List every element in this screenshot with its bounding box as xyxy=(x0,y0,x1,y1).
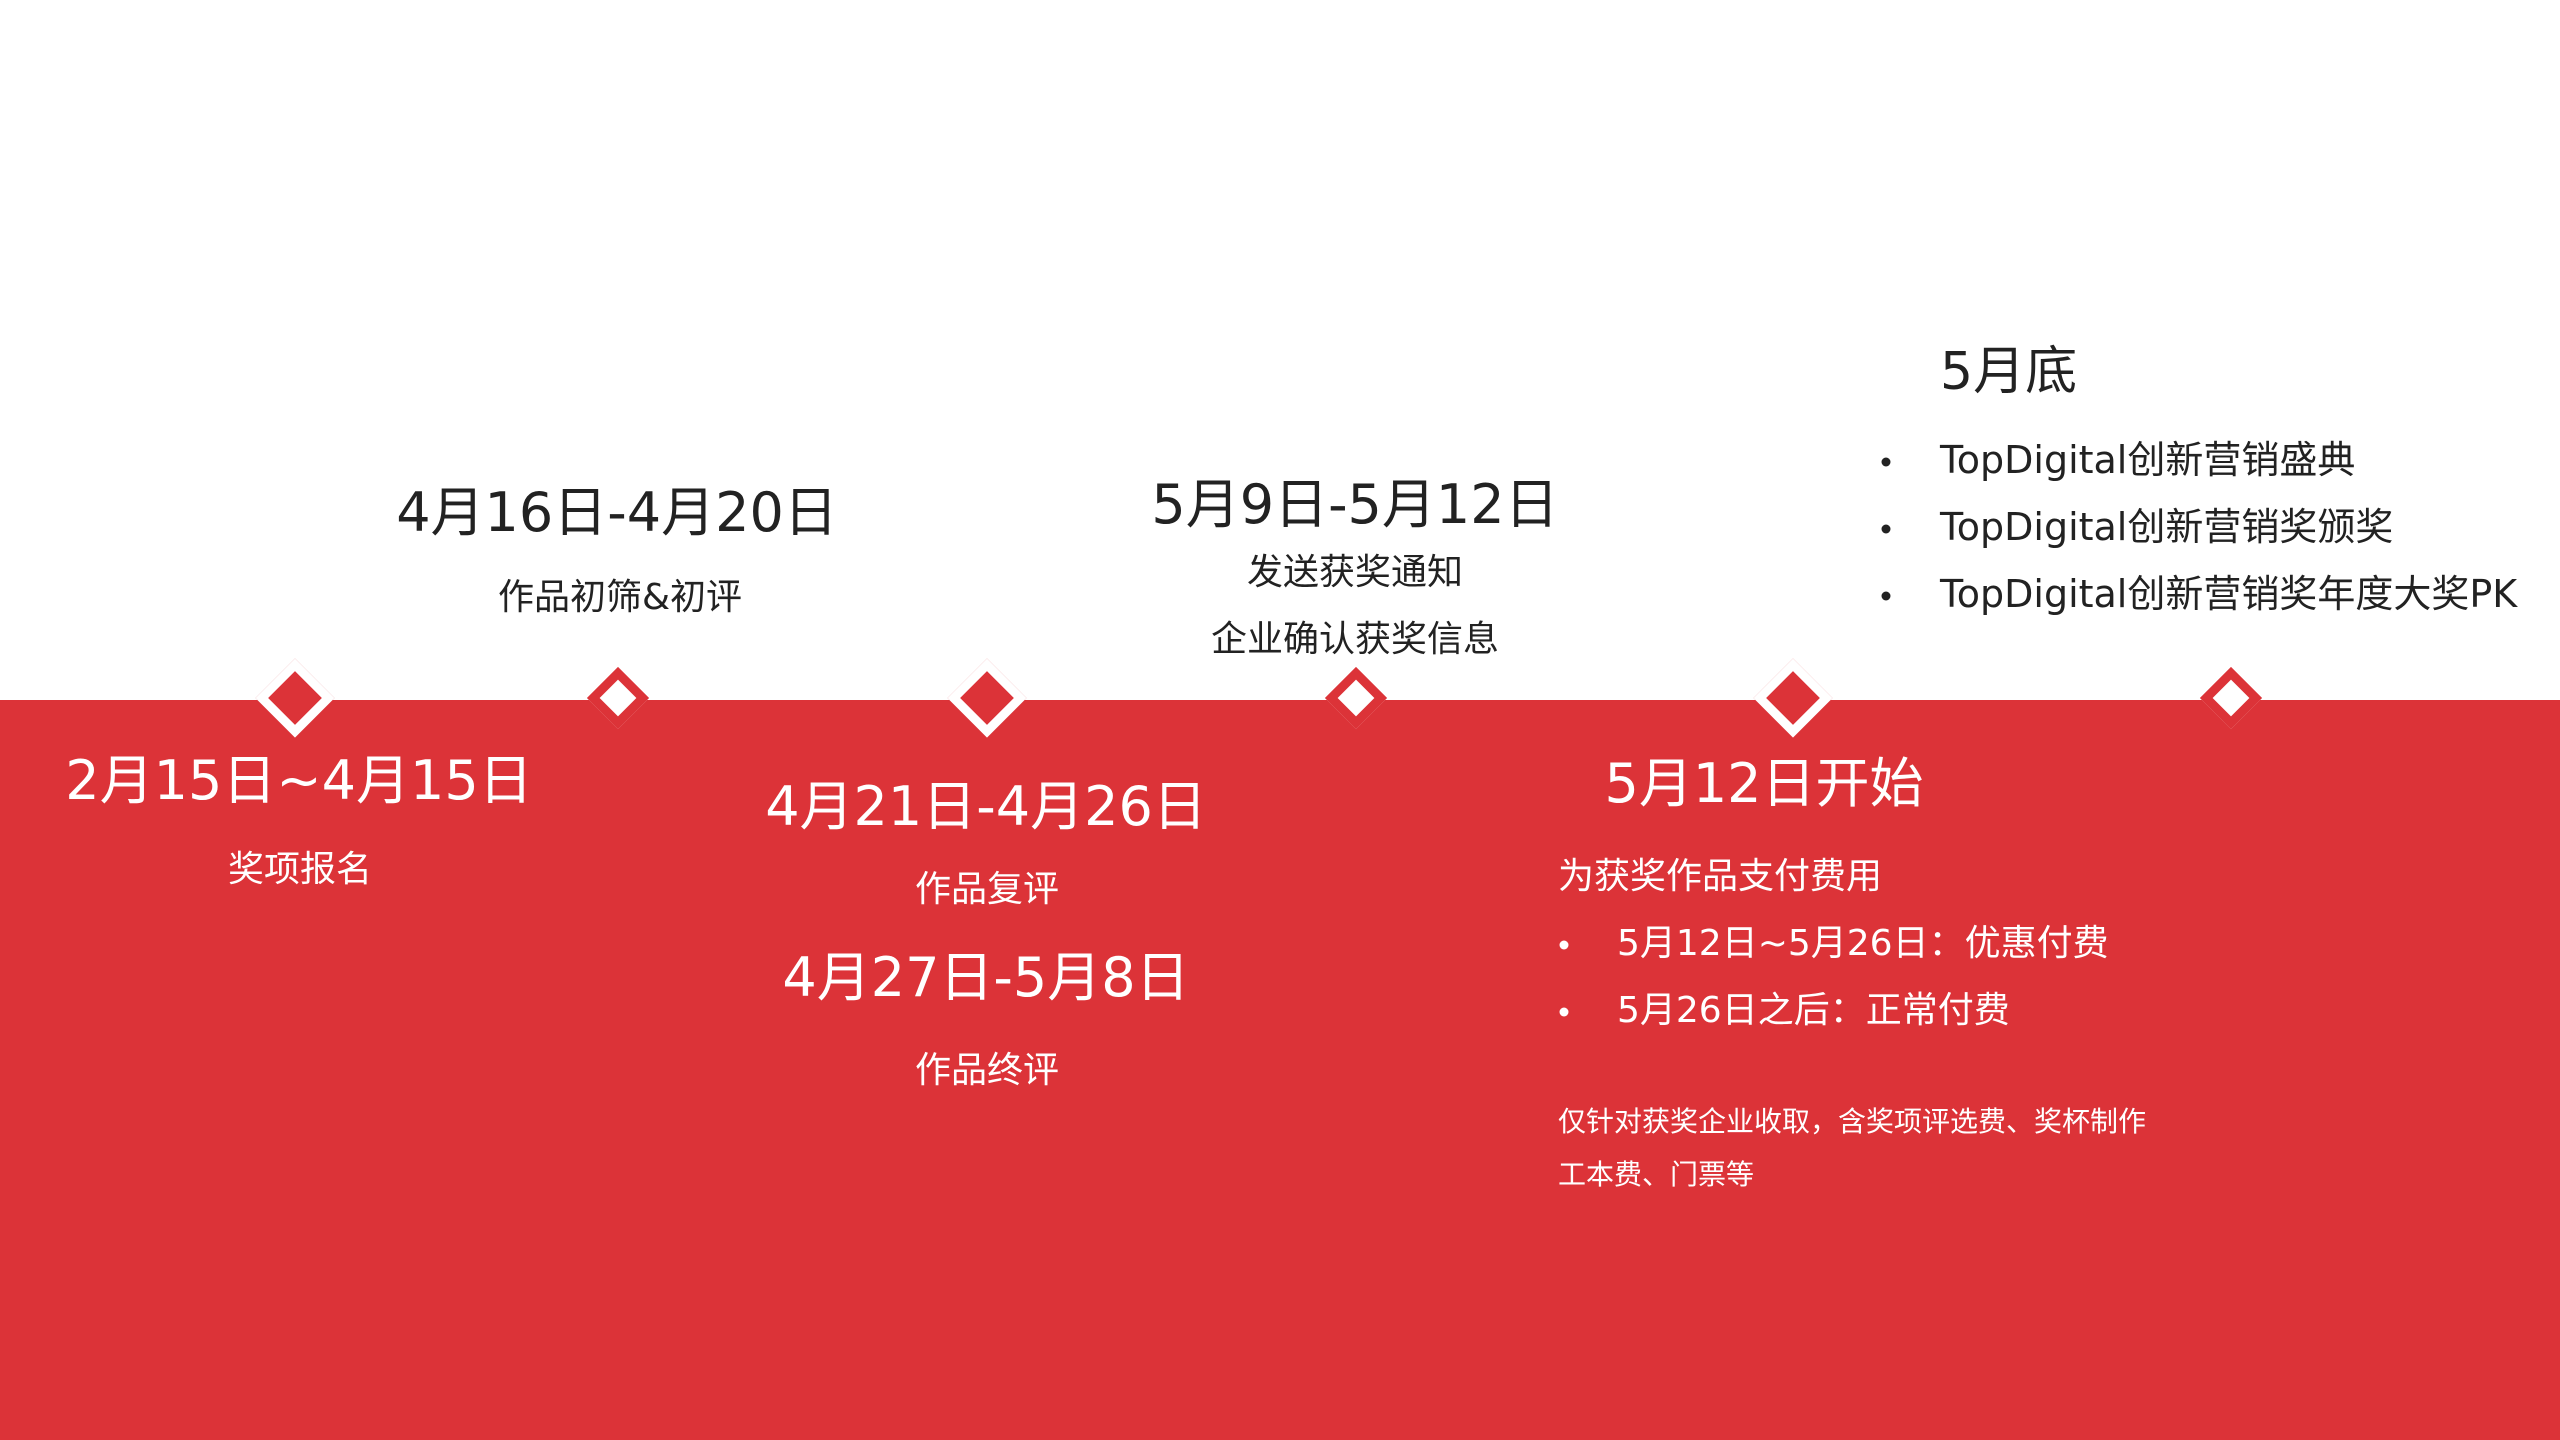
notify-desc: 发送获奖通知 xyxy=(1246,552,1464,593)
late-may-item: TopDigital创新营销奖年度大奖PK xyxy=(1940,572,2518,616)
payment-item: 5月12日~5月26日：优惠付费 xyxy=(1617,923,2109,964)
payment-note: 工本费、门票等 xyxy=(1558,1158,1755,1191)
late-may-item: TopDigital创新营销奖颁奖 xyxy=(1940,505,2394,549)
bullet-icon xyxy=(1559,940,1569,950)
bullet-icon xyxy=(1881,524,1891,534)
late-may-title: 5月底 xyxy=(1940,342,2078,402)
initial-review-desc: 作品初筛&初评 xyxy=(497,577,743,618)
late-may-item: TopDigital创新营销盛典 xyxy=(1940,438,2356,482)
payment-intro: 为获奖作品支付费用 xyxy=(1558,856,1883,897)
bullet-icon xyxy=(1559,1007,1569,1017)
signup-date: 2月15日~4月15日 xyxy=(65,749,533,812)
signup-desc: 奖项报名 xyxy=(227,849,373,890)
payment-date: 5月12日开始 xyxy=(1604,752,1924,815)
initial-review-date: 4月16日-4月20日 xyxy=(396,481,838,544)
second-review-desc: 作品复评 xyxy=(914,869,1060,910)
second-review-date: 4月21日-4月26日 xyxy=(765,775,1207,838)
final-review-date: 4月27日-5月8日 xyxy=(782,946,1190,1009)
bullet-icon xyxy=(1881,591,1891,601)
final-review-desc: 作品终评 xyxy=(914,1050,1060,1091)
confirm-desc: 企业确认获奖信息 xyxy=(1210,619,1500,660)
red-background-band xyxy=(0,700,2560,1440)
payment-note: 仅针对获奖企业收取，含奖项评选费、奖杯制作 xyxy=(1558,1105,2147,1138)
bullet-icon xyxy=(1881,457,1891,467)
notify-date: 5月9日-5月12日 xyxy=(1151,473,1559,536)
payment-item: 5月26日之后：正常付费 xyxy=(1617,990,2010,1031)
